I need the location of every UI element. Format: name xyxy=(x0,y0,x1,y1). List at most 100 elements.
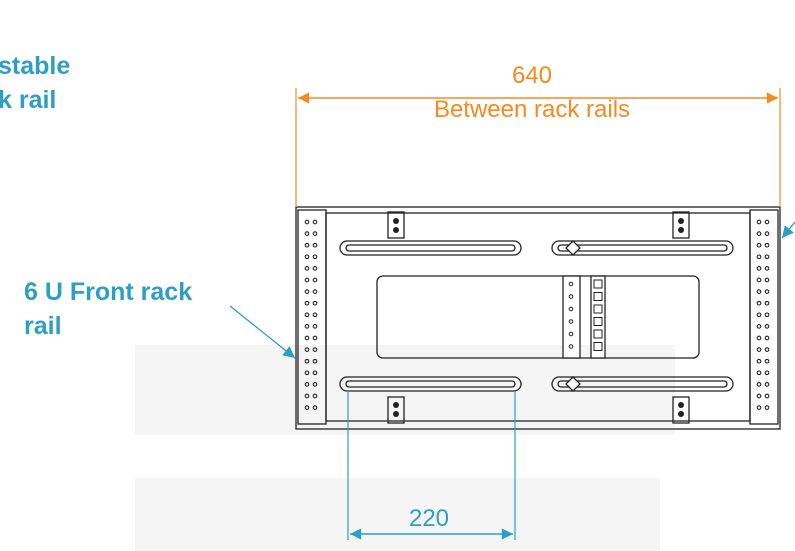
rail-hole xyxy=(312,289,318,294)
clip-lower xyxy=(565,376,581,392)
rail-hole xyxy=(756,393,762,399)
rail-hole xyxy=(304,405,310,410)
rail-hole xyxy=(304,324,310,329)
bracket-square xyxy=(593,292,603,301)
rail-hole xyxy=(312,242,318,248)
rail-hole xyxy=(312,370,318,376)
rail-hole xyxy=(756,289,762,294)
rail-hole xyxy=(756,312,762,318)
bracket-hole xyxy=(568,281,574,287)
center-bracket xyxy=(562,275,581,359)
rail-hole xyxy=(764,289,770,294)
rail-hole xyxy=(312,324,318,329)
rail-hole xyxy=(764,382,770,387)
rail-hole xyxy=(764,254,770,260)
bracket-hole xyxy=(568,319,574,324)
rail-hole xyxy=(764,231,770,236)
rail-hole xyxy=(764,324,770,329)
bracket-square xyxy=(593,304,603,314)
rail-hole xyxy=(756,231,762,236)
slot-lower-left xyxy=(339,376,522,392)
rail-hole xyxy=(304,289,310,294)
bracket-hole xyxy=(568,306,574,312)
adjustable-rail-leader xyxy=(781,221,795,239)
rail-hole xyxy=(312,277,318,283)
rail-hole xyxy=(764,393,770,399)
rail-hole xyxy=(756,324,762,329)
bracket-square xyxy=(593,279,603,289)
rail-hole xyxy=(304,254,310,260)
rail-hole xyxy=(756,300,762,306)
rail-hole xyxy=(756,266,762,271)
rail-hole xyxy=(304,300,310,306)
front-rail-leader xyxy=(229,305,296,359)
rail-hole xyxy=(304,335,310,341)
rail-hole xyxy=(764,219,770,225)
slot-lower-right xyxy=(551,376,734,392)
slot-upper-left-inner xyxy=(345,244,516,252)
rail-hole xyxy=(304,370,310,376)
rail-hole xyxy=(764,335,770,341)
right-rack-rail xyxy=(749,209,779,425)
tab-holes xyxy=(393,218,684,417)
shadow-band-upper xyxy=(135,345,675,435)
rail-hole xyxy=(304,219,310,225)
left-rack-rail xyxy=(297,209,327,425)
rail-hole xyxy=(312,219,318,225)
rail-hole xyxy=(764,405,770,410)
rail-hole xyxy=(764,242,770,248)
rail-hole xyxy=(304,277,310,283)
rail-hole xyxy=(304,382,310,387)
bracket-square xyxy=(593,342,603,351)
rail-hole xyxy=(764,266,770,271)
clip-upper xyxy=(565,240,581,256)
slot-lower-right-inner xyxy=(557,380,728,388)
mount-tab-bottom-right xyxy=(672,396,690,424)
rail-hole xyxy=(756,242,762,248)
width-dimension-caption: Between rack rails xyxy=(433,96,631,123)
rail-hole xyxy=(764,312,770,318)
bracket-marks xyxy=(568,279,603,351)
front-rack-rail-callout: 6 U Front rack rail xyxy=(24,278,193,340)
rail-hole xyxy=(304,312,310,318)
mount-tab-bottom-left xyxy=(387,396,405,424)
mount-tab-top-right xyxy=(672,211,690,239)
bracket-hole xyxy=(568,344,574,349)
rail-hole xyxy=(304,231,310,236)
rail-hole xyxy=(312,335,318,341)
rail-hole xyxy=(312,231,318,236)
rail-hole xyxy=(756,335,762,341)
bracket-hole xyxy=(568,294,574,299)
slot-upper-right xyxy=(551,240,734,256)
bracket-square xyxy=(593,317,603,326)
rail-hole xyxy=(764,370,770,376)
rail-hole xyxy=(756,219,762,225)
adjustable-rail-callout: stable k rail xyxy=(0,52,71,114)
mount-tab-top-left xyxy=(387,211,405,239)
rail-hole xyxy=(764,358,770,364)
rail-hole xyxy=(312,312,318,318)
rail-hole xyxy=(756,277,762,283)
bracket-hole xyxy=(568,331,574,337)
rail-hole xyxy=(304,393,310,399)
center-window xyxy=(376,275,700,359)
slot-lower-left-inner xyxy=(345,380,516,388)
rail-hole xyxy=(764,347,770,352)
width-dimension-value: 640 xyxy=(511,62,553,89)
rail-hole xyxy=(312,358,318,364)
rail-hole xyxy=(312,300,318,306)
rail-hole xyxy=(312,254,318,260)
rail-hole xyxy=(756,405,762,410)
rail-hole xyxy=(756,382,762,387)
frame-outline xyxy=(295,206,781,430)
slot-upper-left xyxy=(339,240,522,256)
rail-hole xyxy=(304,358,310,364)
rail-hole xyxy=(312,266,318,271)
rail-hole xyxy=(312,382,318,387)
rail-hole xyxy=(764,300,770,306)
rail-hole xyxy=(304,242,310,248)
rail-hole xyxy=(756,358,762,364)
